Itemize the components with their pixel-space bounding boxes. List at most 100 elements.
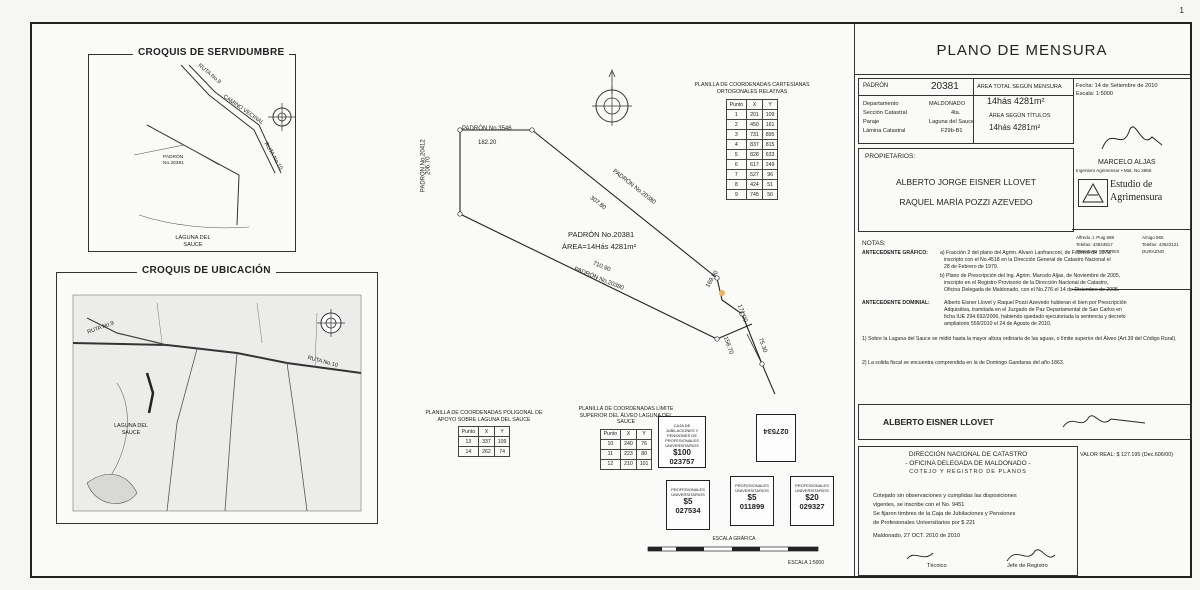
cell: 262 [478, 446, 495, 458]
cell: 815 [761, 139, 779, 151]
cell: 837 [746, 139, 763, 151]
departamento-label: Departamento [863, 101, 899, 107]
grafico-b-3: Oficina Delegada de Maldonado, con el No… [944, 287, 1120, 293]
cell: 10 [599, 438, 622, 450]
grafico-a-3: 28 de Febrero de 1979. [944, 264, 999, 270]
grafico-b-1: b) Plano de Prescripción del Ing. Agrim.… [940, 273, 1121, 279]
cell: 8 [725, 179, 748, 191]
cell: 13 [457, 436, 480, 448]
survey-plan-sheet: 1 CROQUIS DE SERVIDUMBRE RUTA No.9 CAMIN… [30, 6, 1192, 578]
paraje-label: Paraje [863, 119, 880, 125]
stamp-1-text: CAJA DE JUBILACIONES Y PENSIONES DE PROF… [665, 423, 699, 448]
revenue-stamp-5: PROFESIONALES UNIVERSITARIOS $20 029327 [790, 476, 834, 526]
col-x: X [478, 426, 495, 438]
address-line-3: TRINIDAD - FLORES [1076, 249, 1120, 254]
propietarios-label: PROPIETARIOS: [865, 153, 916, 160]
stamp-3-number: 027534 [675, 506, 701, 515]
studio-name-1: Estudio de [1110, 179, 1153, 190]
fecha: Fecha: 14 de Setiembre de 2010 [1076, 83, 1158, 89]
studio-logo [1078, 179, 1108, 207]
note-1: 1) Sobre la Laguna del Sauce se midió ha… [862, 336, 1177, 342]
col-y: Y [635, 428, 653, 440]
padron-label: PADRÓN [863, 83, 889, 89]
coord-table-main-title: PLANILLA DE COORDENADAS CARTESIANAS ORTO… [694, 82, 810, 95]
area-titulos-value: 14hás 4281m² [989, 123, 1041, 132]
col-y: Y [761, 99, 779, 111]
lamina-value: F29b-B1 [941, 128, 963, 134]
cell: 337 [478, 436, 495, 448]
cell: 4 [725, 139, 748, 151]
agrimensor-name: MARCELO ALJAS [1098, 159, 1156, 166]
cell: 9 [725, 189, 748, 201]
stamp-3-text: PROFESIONALES UNIVERSITARIOS [671, 487, 705, 497]
catastro-body-2: vigentes, se inscribe con el No. 9451 [873, 502, 965, 508]
cell: 5 [725, 149, 748, 161]
catastro-line-2: - OFICINA DELEGADA DE MALDONADO - [905, 460, 1031, 467]
coord-table-poligonal-title: PLANILLA DE COORDENADAS POLIGONAL DE APO… [425, 410, 543, 423]
stamp-5-number: 029327 [799, 502, 825, 511]
catastro-tecnico: Técnico [927, 563, 947, 569]
notes-title: NOTAS: [862, 240, 886, 247]
col-punto: Punto [725, 99, 748, 111]
ubicacion-label-laguna: LAGUNA DEL SAUCE [114, 423, 148, 436]
cell: 109 [761, 109, 779, 121]
owner-signature-block: ALBERTO EISNER LLOVET [858, 404, 1192, 440]
address-line-2: Telefax: 43544817 [1076, 242, 1113, 247]
revenue-stamp-4: PROFESIONALES UNIVERSITARIOS $5 011899 [730, 476, 774, 526]
cell: 895 [761, 129, 779, 141]
address-right-2: Telefax: 43622121 [1142, 242, 1179, 247]
cell: 80 [635, 448, 653, 460]
cell: 249 [761, 159, 779, 171]
cell: 51 [761, 179, 779, 191]
col-x: X [620, 428, 637, 440]
cell: 201 [746, 109, 763, 121]
cell: 6 [725, 159, 748, 171]
dominial-4: ampliatorio 559/2010 el 24 de Agosto de … [944, 321, 1052, 327]
studio-name-2: Agrimensura [1110, 192, 1163, 203]
col-y: Y [493, 426, 511, 438]
catastro-jefe: Jefe de Registro [1007, 563, 1048, 569]
coord-table-alveo: PLANILLA DE COORDENADAS LIMITE SUPERIOR … [578, 406, 674, 470]
catastro-line-3: COTEJO Y REGISTRO DE PLANOS [909, 469, 1027, 475]
cell: 450 [746, 119, 763, 131]
valor-real: VALOR REAL: $ 127.195 (Dec.606/00) [1080, 452, 1174, 458]
address-line-1: Alfredo J. Puig 688 [1076, 235, 1115, 240]
cell: 731 [746, 129, 763, 141]
lamina-label: Lámina Catastral [863, 128, 906, 134]
scale-bar [647, 546, 819, 552]
cell: 527 [746, 169, 763, 181]
distance-182: 182.20 [478, 140, 497, 146]
propietarios-block: PROPIETARIOS: ALBERTO JORGE EISNER LLOVE… [858, 148, 1074, 232]
col-punto: Punto [457, 426, 480, 438]
cell: 56 [761, 189, 779, 201]
padron-block: PADRÓN 20381 Departamento MALDONADO Secc… [858, 78, 1074, 144]
revenue-stamp-2: 027534 [756, 414, 796, 462]
cell: 210 [620, 458, 637, 470]
cell: 424 [746, 179, 763, 191]
cell: 633 [761, 149, 779, 161]
cell: 745 [746, 189, 763, 201]
propietario-2: RAQUEL MARÍA POZZI AZEVEDO [899, 197, 1033, 207]
cell: 617 [746, 159, 763, 171]
grafico-b-2: inscripto en el Registro Provisorio de l… [944, 280, 1109, 286]
ubicacion-title: CROQUIS DE UBICACIÓN [137, 265, 276, 276]
col-punto: Punto [599, 428, 622, 440]
stamp-1-value: $100 [673, 448, 691, 457]
grafico-a-2: inscripto con el No.4518 en la Dirección… [944, 257, 1111, 263]
neighbor-label-3546: PADRÓN No.3546 [462, 126, 512, 132]
scale-label: ESCALA GRÁFICA [712, 536, 756, 542]
cell: 7 [725, 169, 748, 181]
stamp-3-value: $5 [683, 497, 693, 506]
cell: 1 [725, 109, 748, 121]
area-mensura-label: ÁREA TOTAL SEGÚN MENSURA [977, 84, 1062, 90]
plan-title: PLANO DE MENSURA [936, 42, 1108, 59]
